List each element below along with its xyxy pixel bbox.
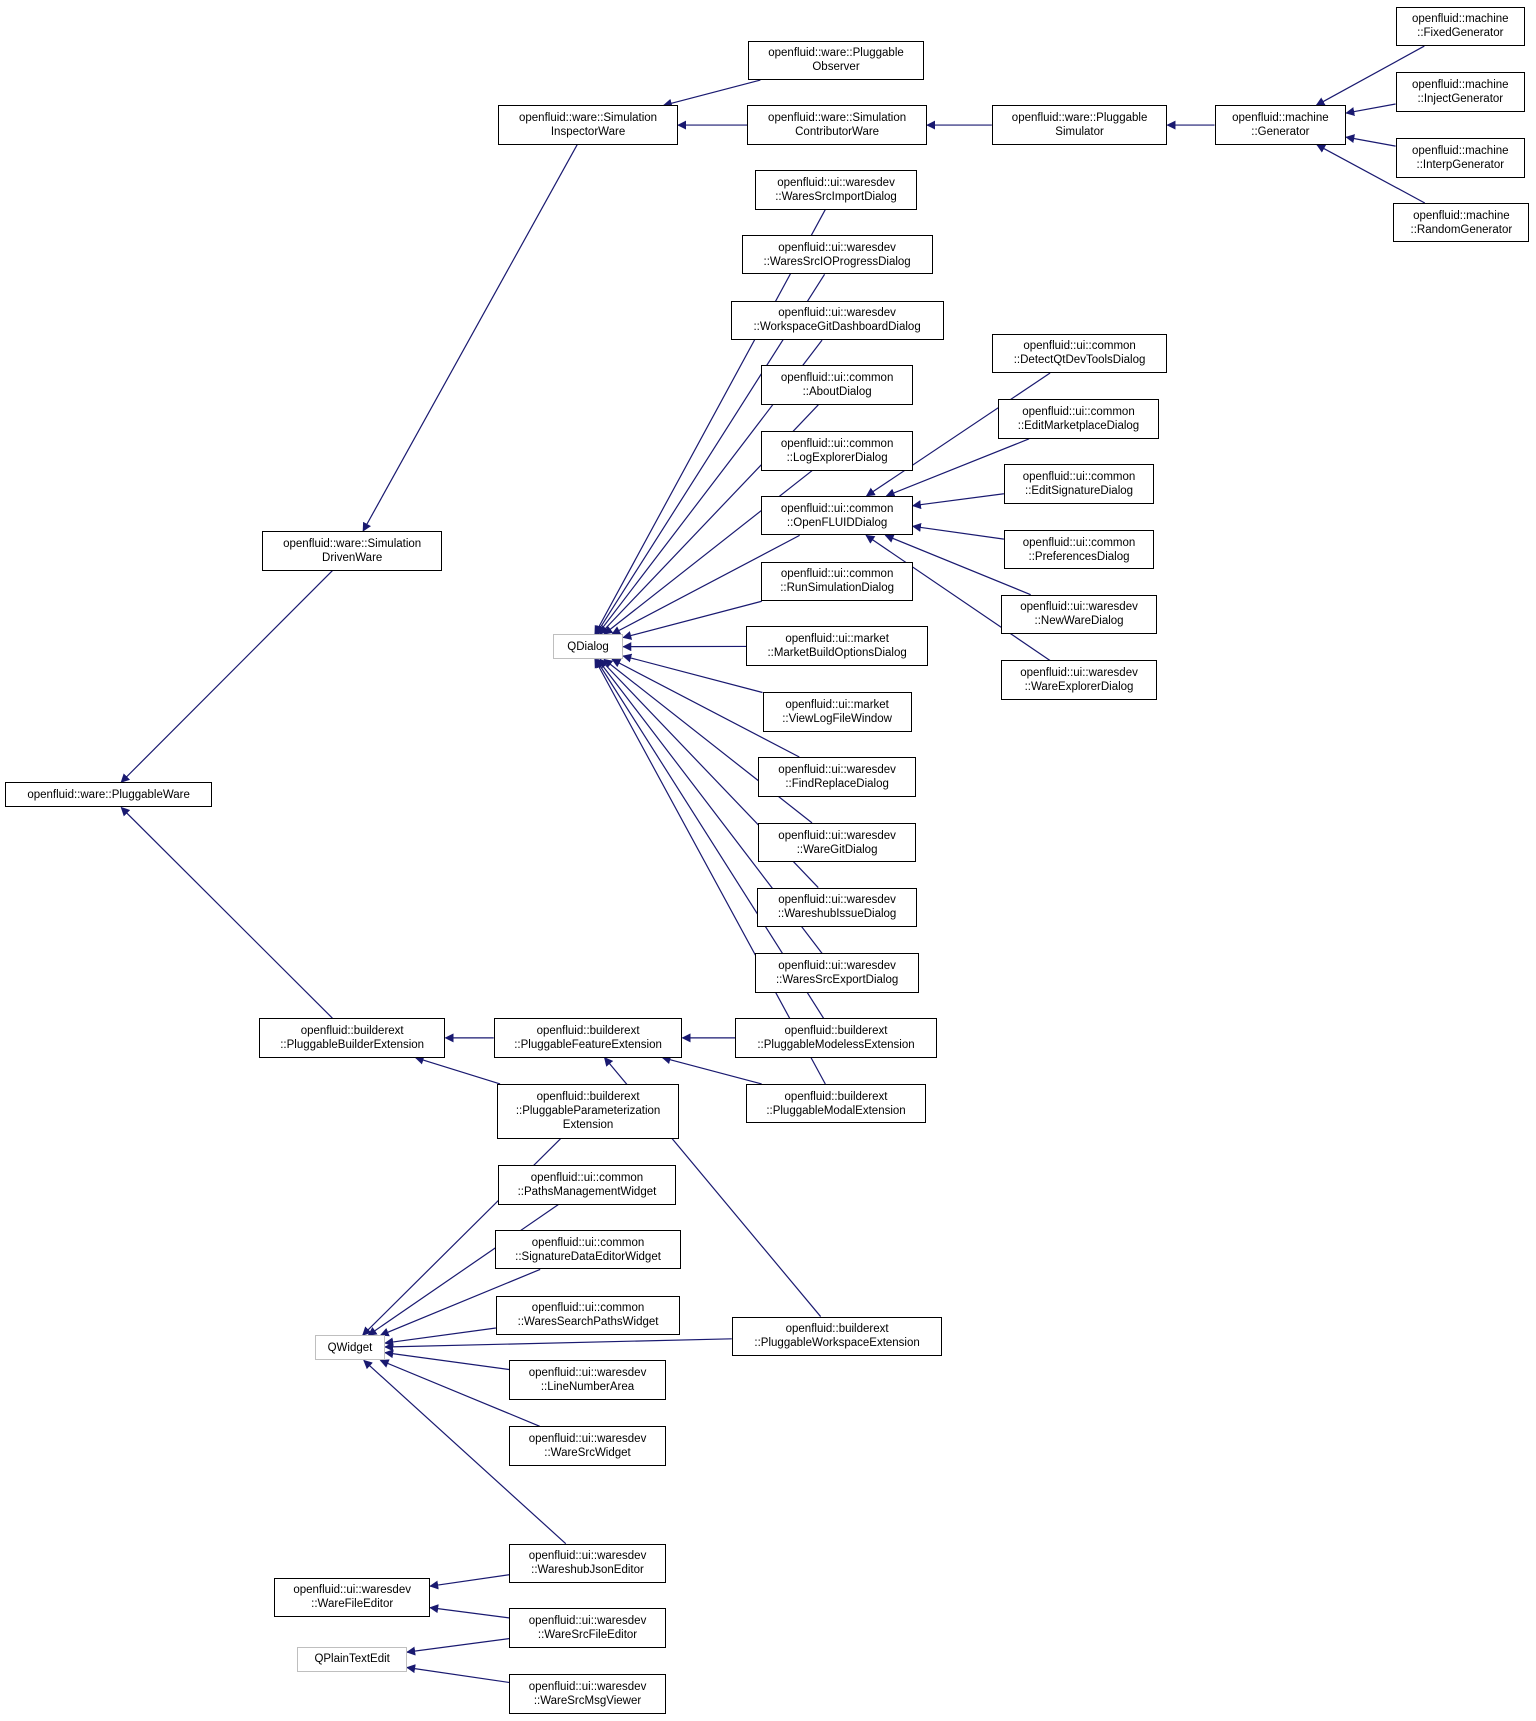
class-node-market-build-options-dialog[interactable]: openfluid::ui::market ::MarketBuildOptio… (746, 626, 929, 666)
class-node-edit-marketplace-dialog[interactable]: openfluid::ui::common ::EditMarketplaceD… (998, 399, 1159, 439)
class-node-about-dialog[interactable]: openfluid::ui::common ::AboutDialog (761, 365, 913, 405)
inheritance-edge-n_fixed-to-n_generator (1315, 45, 1425, 106)
class-node-random-generator[interactable]: openfluid::machine ::RandomGenerator (1393, 202, 1530, 243)
inheritance-edge-n_wsimport-to-n_qdialog (594, 209, 826, 635)
class-node-ware-src-widget[interactable]: openfluid::ui::waresdev ::WareSrcWidget (509, 1426, 666, 1466)
class-node-pluggable-modal-extension[interactable]: openfluid::builderext ::PluggableModalEx… (746, 1083, 926, 1124)
class-node-simulation-driven-ware[interactable]: openfluid::ware::Simulation DrivenWare (262, 531, 443, 571)
class-node-pluggable-ware[interactable]: openfluid::ware::PluggableWare (5, 782, 212, 808)
class-node-qdialog[interactable]: QDialog (552, 634, 624, 660)
inheritance-edge-n_pobs-to-n_siw (662, 79, 761, 108)
inheritance-edge-n_linenum-to-n_qwidget (384, 1349, 510, 1371)
inheritance-edge-n_waregit-to-n_qdialog (603, 658, 813, 824)
inheritance-edge-n_wsrcfe-to-n_wfe (429, 1604, 510, 1619)
inheritance-edge-n_pws-to-n_qwidget (384, 1338, 732, 1352)
inheritance-edge-n_vlfw-to-n_qdialog (622, 653, 763, 694)
class-node-generator[interactable]: openfluid::machine ::Generator (1214, 105, 1347, 145)
inheritance-edge-n_whjson-to-n_wfe (429, 1574, 510, 1590)
class-node-detect-qt-dev-tools-dialog[interactable]: openfluid::ui::common ::DetectQtDevTools… (991, 333, 1168, 374)
inheritance-edge-n_detect-to-n_ofd (865, 372, 1051, 497)
class-node-workspace-git-dashboard-dialog[interactable]: openfluid::ui::waresdev ::WorkspaceGitDa… (730, 300, 944, 341)
class-node-pluggable-observer[interactable]: openfluid::ware::Pluggable Observer (748, 40, 924, 81)
class-node-wares-src-import-dialog[interactable]: openfluid::ui::waresdev ::WaresSrcImport… (754, 170, 918, 210)
class-node-ware-file-editor[interactable]: openfluid::ui::waresdev ::WareFileEditor (274, 1577, 431, 1618)
class-node-pluggable-parameterization-extension[interactable]: openfluid::builderext ::PluggableParamet… (497, 1083, 680, 1139)
inheritance-edge-n_random-to-n_generator (1316, 144, 1426, 204)
class-node-edit-signature-dialog[interactable]: openfluid::ui::common ::EditSignatureDia… (1003, 464, 1155, 504)
class-node-view-log-file-window[interactable]: openfluid::ui::market ::ViewLogFileWindo… (762, 692, 912, 732)
inheritance-edge-n_runsim-to-n_qdialog (622, 600, 762, 640)
inheritance-edge-n_inject-to-n_generator (1345, 103, 1396, 117)
inheritance-edge-n_interp-to-n_generator (1345, 134, 1396, 147)
class-node-inject-generator[interactable]: openfluid::machine ::InjectGenerator (1395, 72, 1526, 112)
class-node-signature-data-editor-widget[interactable]: openfluid::ui::common ::SignatureDataEdi… (494, 1229, 682, 1270)
class-node-pluggable-feature-extension[interactable]: openfluid::builderext ::PluggableFeature… (493, 1018, 683, 1058)
inheritance-edge-n_ofd-to-n_qdialog (611, 534, 800, 635)
inheritance-edge-n_sdw-to-n_pw (120, 570, 333, 783)
class-node-ware-src-file-editor[interactable]: openfluid::ui::waresdev ::WareSrcFileEdi… (509, 1608, 666, 1648)
inheritance-edge-n_pathsmw-to-n_qwidget (367, 1204, 559, 1336)
class-node-new-ware-dialog[interactable]: openfluid::ui::waresdev ::NewWareDialog (1000, 594, 1158, 635)
inheritance-edge-n_editsig-to-n_ofd (911, 493, 1004, 510)
class-node-line-number-area[interactable]: openfluid::ui::waresdev ::LineNumberArea (509, 1360, 666, 1400)
class-node-qplaintextedit[interactable]: QPlainTextEdit (297, 1646, 408, 1673)
class-node-pluggable-modeless-extension[interactable]: openfluid::builderext ::PluggableModeles… (735, 1018, 937, 1058)
inheritance-edge-n_pmodal-to-n_pfe (661, 1055, 762, 1085)
class-node-openfluid-dialog[interactable]: openfluid::ui::common ::OpenFLUIDDialog (761, 495, 913, 536)
class-node-qwidget[interactable]: QWidget (314, 1335, 386, 1361)
class-node-wares-src-io-progress-dialog[interactable]: openfluid::ui::waresdev ::WaresSrcIOProg… (741, 234, 933, 275)
inheritance-edge-n_prefs-to-n_ofd (911, 522, 1004, 540)
class-node-ware-explorer-dialog[interactable]: openfluid::ui::waresdev ::WareExplorerDi… (1000, 660, 1158, 700)
class-node-simulation-inspector-ware[interactable]: openfluid::ware::Simulation InspectorWar… (498, 105, 679, 145)
class-node-run-simulation-dialog[interactable]: openfluid::ui::common ::RunSimulationDia… (761, 561, 913, 602)
inheritance-edge-n_whjson-to-n_qwidget (363, 1359, 567, 1545)
class-node-fixed-generator[interactable]: openfluid::machine ::FixedGenerator (1395, 6, 1526, 47)
class-node-log-explorer-dialog[interactable]: openfluid::ui::common ::LogExplorerDialo… (761, 431, 913, 471)
inheritance-edge-n_sigdata-to-n_qwidget (379, 1268, 541, 1337)
class-node-wares-search-paths-widget[interactable]: openfluid::ui::common ::WaresSearchPaths… (495, 1295, 681, 1336)
class-node-wareshub-json-editor[interactable]: openfluid::ui::waresdev ::WareshubJsonEd… (509, 1543, 666, 1584)
class-node-pluggable-builder-extension[interactable]: openfluid::builderext ::PluggableBuilder… (258, 1018, 446, 1058)
class-node-paths-management-widget[interactable]: openfluid::ui::common ::PathsManagementW… (498, 1165, 676, 1205)
inheritance-edge-n_findrep-to-n_qdialog (611, 658, 800, 758)
inheritance-edge-n_wsrcfe-to-n_qpte (406, 1637, 510, 1656)
class-node-ware-src-msg-viewer[interactable]: openfluid::ui::waresdev ::WareSrcMsgView… (509, 1674, 666, 1714)
class-node-pluggable-simulator[interactable]: openfluid::ware::Pluggable Simulator (991, 105, 1168, 145)
inheritance-edge-n_pmodal-to-n_qdialog (594, 658, 826, 1085)
class-node-find-replace-dialog[interactable]: openfluid::ui::waresdev ::FindReplaceDia… (758, 757, 917, 797)
inheritance-edge-n_pbe-to-n_pw (120, 806, 333, 1019)
class-node-wares-src-export-dialog[interactable]: openfluid::ui::waresdev ::WaresSrcExport… (754, 953, 920, 993)
inheritance-edge-n_pparam-to-n_pbe (414, 1055, 501, 1085)
inheritance-edge-n_wsearch-to-n_qwidget (384, 1327, 496, 1347)
class-node-preferences-dialog[interactable]: openfluid::ui::common ::PreferencesDialo… (1003, 529, 1155, 570)
class-node-simulation-contributor-ware[interactable]: openfluid::ware::Simulation ContributorW… (747, 105, 928, 145)
inheritance-edge-n_editmkt-to-n_ofd (885, 438, 1030, 498)
class-node-ware-git-dialog[interactable]: openfluid::ui::waresdev ::WareGitDialog (758, 822, 917, 863)
class-node-pluggable-workspace-extension[interactable]: openfluid::builderext ::PluggableWorkspa… (731, 1316, 943, 1357)
inheritance-edge-n_wsrcmsg-to-n_qpte (406, 1664, 510, 1684)
inheritance-edge-n_wareexp-to-n_ofd (865, 534, 1051, 661)
class-node-interp-generator[interactable]: openfluid::machine ::InterpGenerator (1395, 138, 1526, 178)
class-node-wareshub-issue-dialog[interactable]: openfluid::ui::waresdev ::WareshubIssueD… (757, 887, 918, 928)
inheritance-edge-n_newware-to-n_ofd (884, 534, 1031, 596)
inheritance-edge-n_siw-to-n_sdw (362, 144, 578, 532)
inheritance-edge-n_wsrcw-to-n_qwidget (379, 1359, 540, 1427)
